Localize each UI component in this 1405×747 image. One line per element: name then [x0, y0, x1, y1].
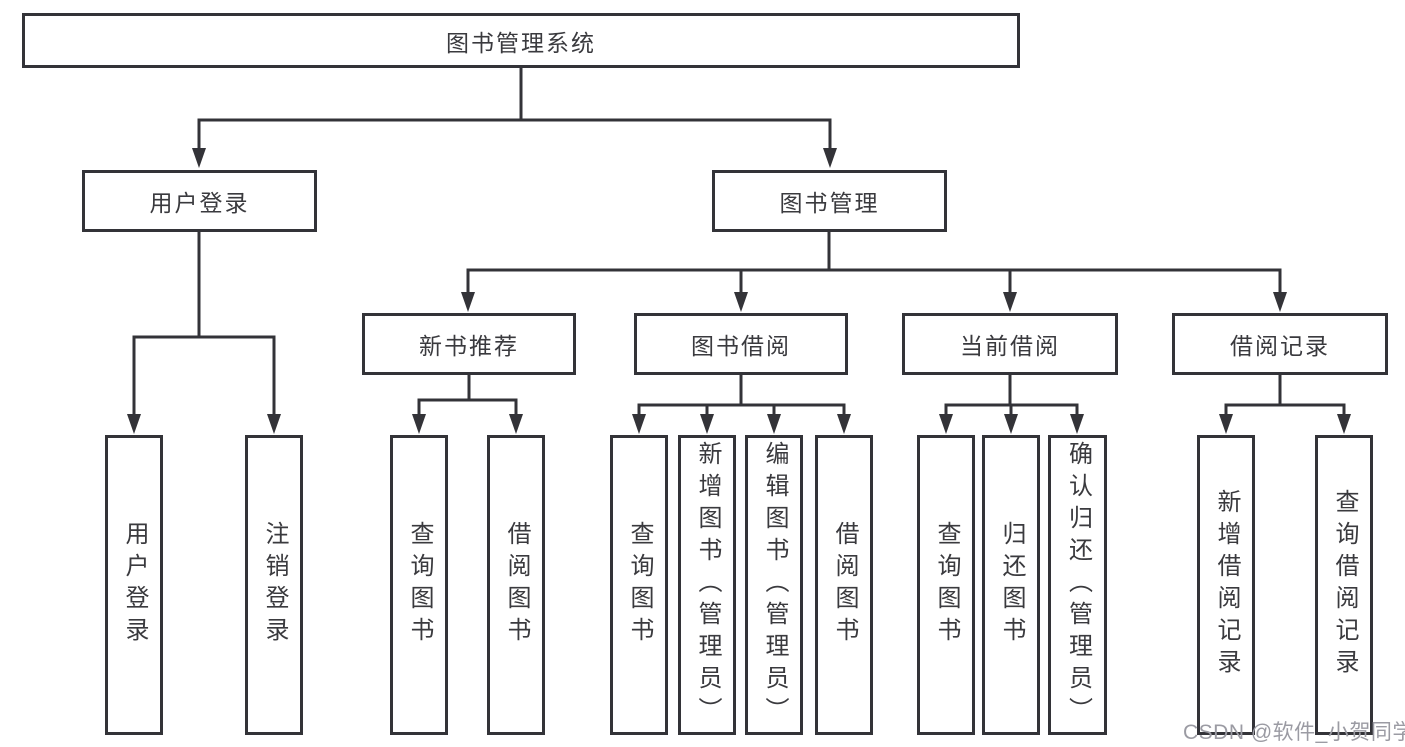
node-add-book-admin: 新增图书（管理员）	[678, 435, 736, 735]
node-query-books-current: 查询图书	[917, 435, 975, 735]
node-borrow-books-borrowing: 借阅图书	[815, 435, 873, 735]
node-user-login-leaf: 用户登录	[105, 435, 163, 735]
node-query-books-recommend: 查询图书	[390, 435, 448, 735]
node-label: 注销登录	[261, 521, 288, 649]
node-user-login: 用户登录	[82, 170, 317, 232]
tree-arrows	[127, 120, 1351, 434]
node-edit-book-admin: 编辑图书（管理员）	[745, 435, 803, 735]
node-query-borrow-record: 查询借阅记录	[1315, 435, 1373, 735]
node-label: 查询图书	[933, 521, 960, 649]
node-label: 查询图书	[626, 521, 653, 649]
node-borrow-books-recommend: 借阅图书	[487, 435, 545, 735]
node-label: 查询借阅记录	[1331, 489, 1358, 681]
csdn-watermark: CSDN @软件_小贺同学	[1183, 721, 1405, 744]
node-new-book-recommendation: 新书推荐	[362, 313, 576, 375]
node-label: 查询图书	[406, 521, 433, 649]
node-label: 用户登录	[121, 521, 148, 649]
node-label: 借阅图书	[831, 521, 858, 649]
node-label: 新增借阅记录	[1213, 489, 1240, 681]
node-confirm-return-admin: 确认归还（管理员）	[1048, 435, 1107, 735]
node-label: 借阅图书	[503, 521, 530, 649]
node-library-management-system: 图书管理系统	[22, 13, 1020, 68]
node-add-borrow-record: 新增借阅记录	[1197, 435, 1255, 735]
node-label: 确认归还（管理员）	[1064, 441, 1092, 729]
node-label: 编辑图书（管理员）	[761, 441, 788, 729]
node-query-books-borrowing: 查询图书	[610, 435, 668, 735]
node-logout: 注销登录	[245, 435, 303, 735]
node-label: 归还图书	[998, 521, 1025, 649]
node-current-borrowing: 当前借阅	[902, 313, 1118, 375]
node-label: 新增图书（管理员）	[694, 441, 721, 729]
node-book-borrowing: 图书借阅	[634, 313, 848, 375]
node-book-management: 图书管理	[712, 170, 947, 232]
node-return-books: 归还图书	[982, 435, 1040, 735]
node-borrowing-records: 借阅记录	[1172, 313, 1388, 375]
